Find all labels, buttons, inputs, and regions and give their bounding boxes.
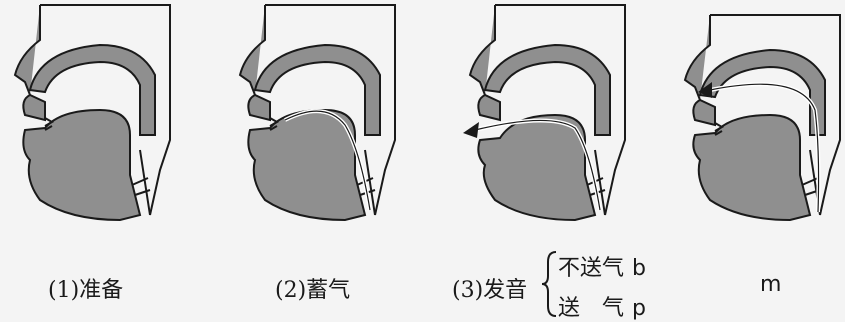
option-aspirated-sound: p (632, 296, 646, 321)
panel-release-oral (455, 0, 665, 230)
option-unaspirated-sound: b (632, 256, 646, 281)
caption-build-up-air: (2)蓄气 (275, 272, 350, 304)
panel-build-up-air (225, 0, 435, 230)
curly-brace (540, 248, 560, 320)
head-profile (15, 5, 170, 220)
panel-release-nasal (680, 0, 845, 230)
head-profile (470, 5, 625, 220)
option-aspirated-label: 送 气 (558, 296, 624, 321)
arrowhead-icon (463, 122, 479, 138)
panel-preparation (0, 0, 210, 230)
caption-preparation: (1)准备 (48, 272, 123, 304)
option-unaspirated-label: 不送气 (558, 256, 624, 281)
caption-release-nasal: m (760, 272, 781, 297)
caption-release-oral: (3)发音 (452, 272, 527, 304)
option-unaspirated: 不送气 b (558, 250, 646, 282)
